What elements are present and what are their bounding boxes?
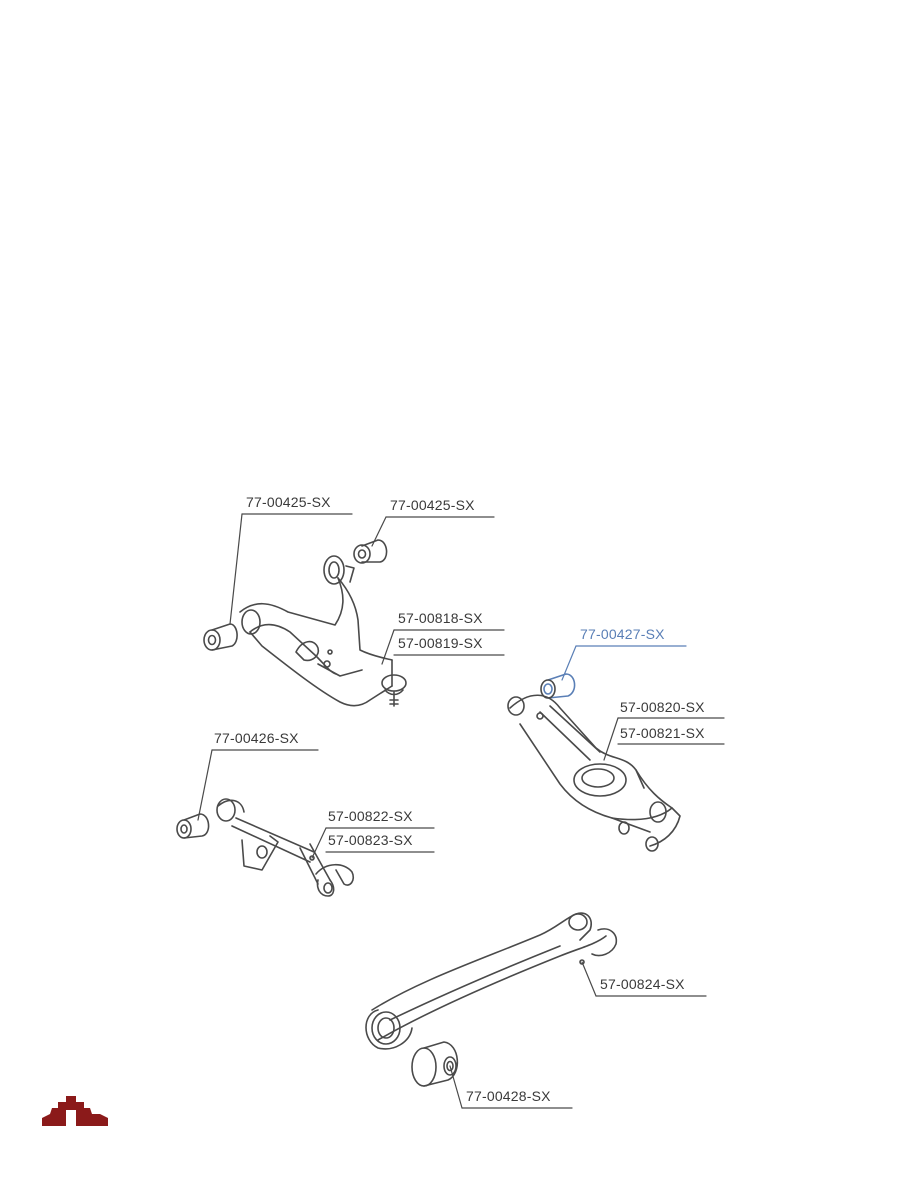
leader-lines xyxy=(197,513,725,1109)
label-lower-arm-a: 57-00820-SX xyxy=(620,699,705,715)
label-upper-arm-bushing-right: 77-00425-SX xyxy=(390,497,475,513)
trailing-arm-bushing-drawing xyxy=(411,1041,459,1087)
upper-arm-bushing-right-drawing xyxy=(353,539,388,564)
label-upper-arm-a: 57-00818-SX xyxy=(398,610,483,626)
label-upper-arm-bushing-left: 77-00425-SX xyxy=(246,494,331,510)
label-lower-arm-b: 57-00821-SX xyxy=(620,725,705,741)
lower-control-arm-drawing xyxy=(507,694,681,852)
link-bushing-drawing xyxy=(176,813,210,839)
upper-control-arm-drawing xyxy=(239,555,407,707)
label-trailing-arm-bushing: 77-00428-SX xyxy=(466,1088,551,1104)
label-lower-arm-bushing: 77-00427-SX xyxy=(580,626,665,642)
trailing-arm-drawing xyxy=(365,912,618,1050)
upper-arm-bushing-left-drawing xyxy=(203,623,238,651)
lower-arm-bushing-drawing xyxy=(540,673,576,699)
label-upper-arm-b: 57-00819-SX xyxy=(398,635,483,651)
label-link-bushing: 77-00426-SX xyxy=(214,730,299,746)
label-link-b: 57-00823-SX xyxy=(328,832,413,848)
leader-line-highlight xyxy=(561,645,687,681)
lateral-link-drawing xyxy=(216,798,355,897)
label-trailing-arm: 57-00824-SX xyxy=(600,976,685,992)
gear-logo-icon xyxy=(42,1096,108,1126)
label-link-a: 57-00822-SX xyxy=(328,808,413,824)
